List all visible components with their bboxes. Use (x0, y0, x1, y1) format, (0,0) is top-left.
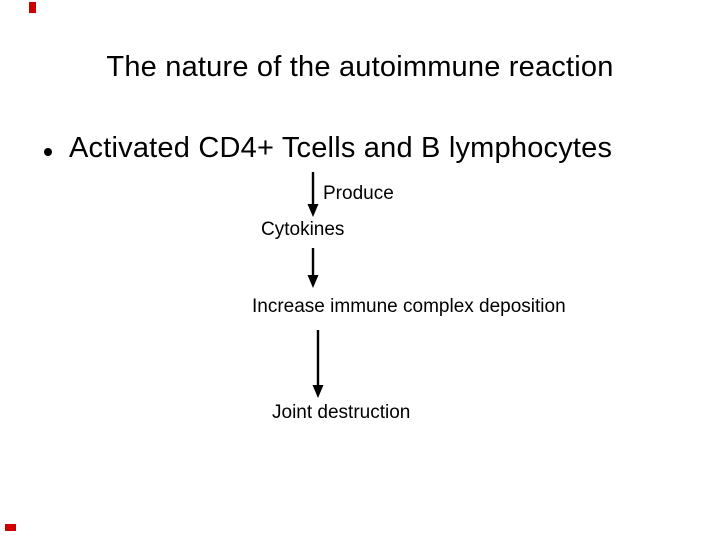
flow-arrow-3 (312, 330, 324, 403)
flow-label-increase-immune-complex-deposition: Increase immune complex deposition (252, 296, 566, 317)
flow-label-cytokines: Cytokines (261, 219, 345, 240)
flow-label-joint-destruction: Joint destruction (272, 402, 411, 423)
slide-title: The nature of the autoimmune reaction (106, 51, 614, 83)
flow-arrow-2 (307, 248, 319, 293)
red-corner-mark-top-left (29, 2, 36, 13)
bullet-text: Activated CD4+ Tcells and B lymphocytes (69, 132, 613, 164)
red-corner-mark-bottom-left (5, 524, 16, 531)
bullet-marker (44, 148, 52, 156)
flow-arrow-1 (307, 171, 319, 222)
flow-label-produce: Produce (323, 183, 394, 204)
